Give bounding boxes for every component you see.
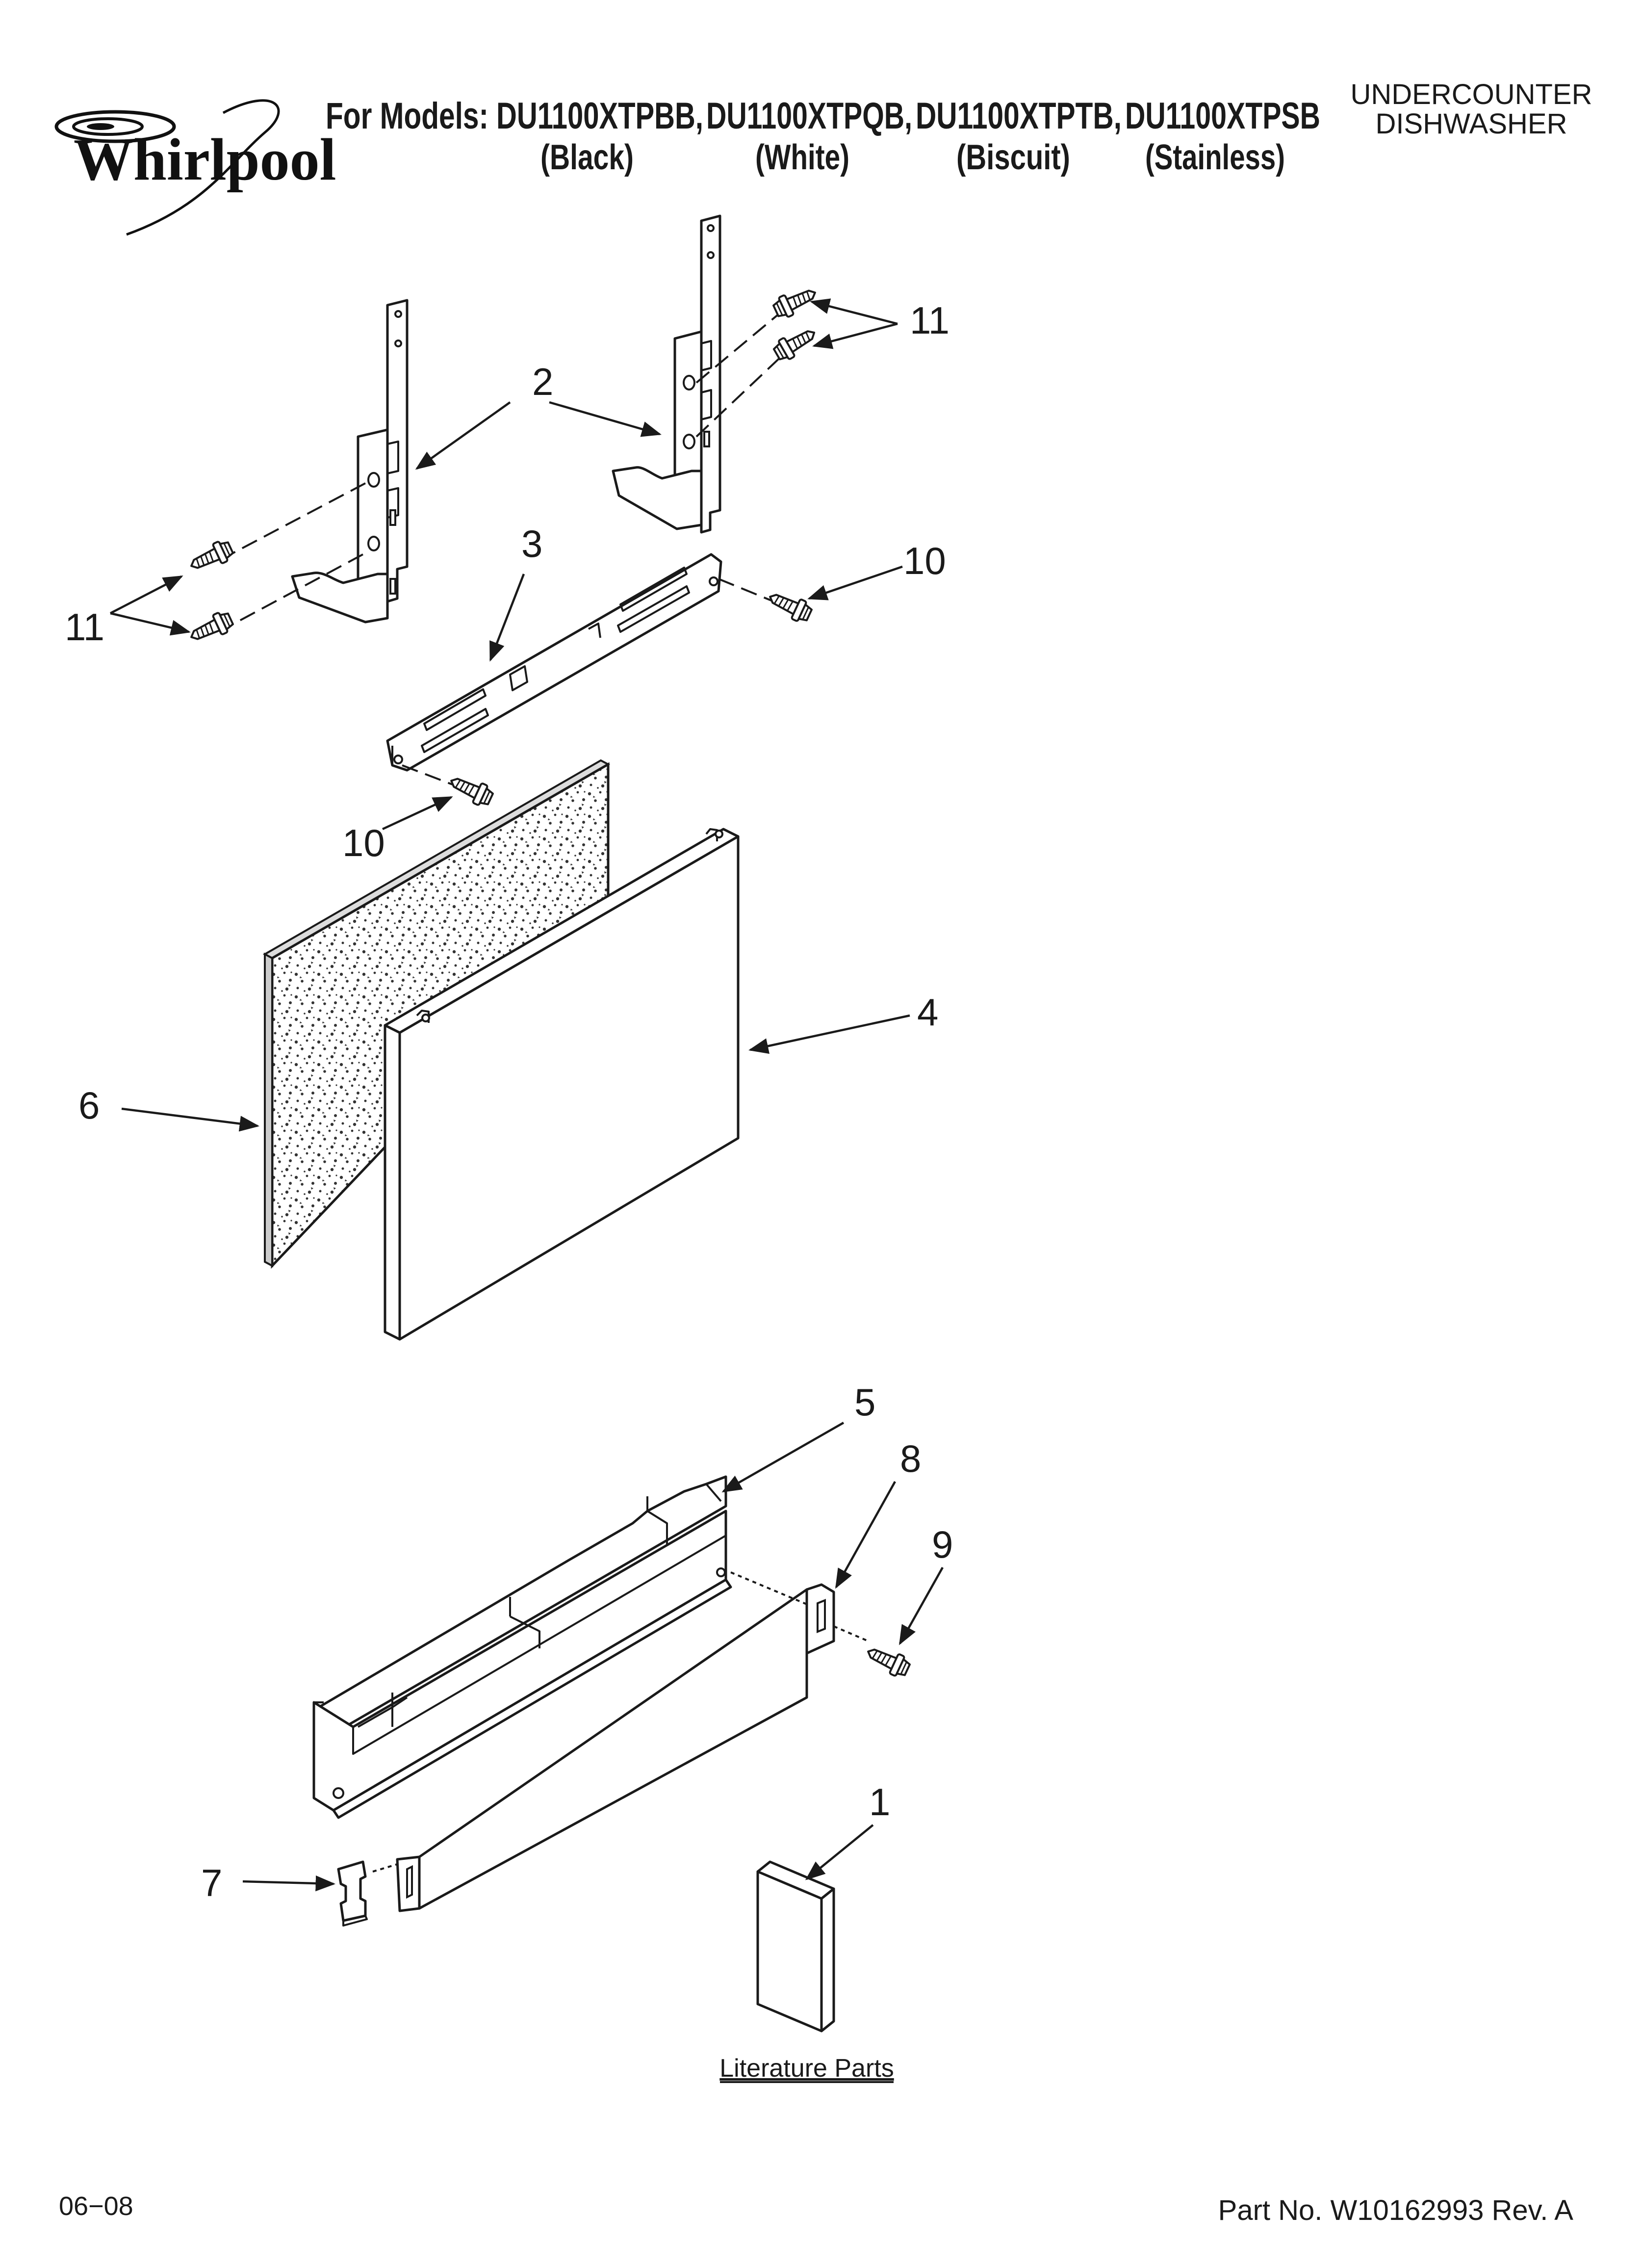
part-11-screw-right-lower — [770, 322, 821, 365]
hinge-right-upper-guide — [695, 308, 786, 384]
hinge-left-upper-guide — [230, 482, 366, 555]
part-10-screw-left — [445, 770, 496, 810]
leader-6 — [121, 1107, 260, 1132]
footer-part-number: Part No. W10162993 Rev. A — [1218, 2194, 1574, 2226]
whirlpool-logo: Whirlpool — [54, 99, 336, 236]
leader-10-right — [807, 565, 903, 600]
leader-9 — [899, 1566, 944, 1645]
part-3-door-trim-bracket — [386, 553, 722, 772]
leader-4 — [748, 1014, 910, 1054]
leader-11-top-b — [812, 322, 898, 349]
callout-3: 3 — [521, 522, 542, 565]
toe-kickplate-strip — [396, 1583, 835, 1912]
footer-date: 06−08 — [59, 2191, 133, 2221]
callout-2: 2 — [532, 360, 553, 403]
callout-4: 4 — [917, 991, 938, 1034]
model-color-1: (Black) — [540, 138, 634, 177]
part-11-screw-left-upper — [185, 537, 236, 577]
model-code-3: DU1100XTPTB, — [916, 95, 1122, 137]
callout-10-left: 10 — [342, 821, 385, 864]
model-color-4: (Stainless) — [1145, 138, 1285, 177]
leader-7 — [242, 1875, 336, 1892]
part-4-outer-door-panel — [384, 828, 740, 1341]
clip-to-strip-guide — [372, 1863, 398, 1873]
bracket-right-guide — [718, 578, 773, 602]
leader-11-top-a — [810, 298, 898, 325]
leader-2-right — [549, 401, 662, 437]
part-7-spring-clip — [337, 1860, 368, 1927]
callout-11-top: 11 — [910, 299, 949, 342]
callout-1: 1 — [869, 1780, 890, 1824]
product-line-1: UNDERCOUNTER — [1351, 78, 1592, 110]
leader-5 — [721, 1422, 845, 1493]
model-code-2: DU1100XTPQB, — [706, 95, 912, 137]
callout-7: 7 — [201, 1861, 222, 1904]
leader-10-left — [382, 796, 453, 831]
leader-1 — [805, 1824, 874, 1880]
callout-5: 5 — [854, 1381, 875, 1424]
callout-11-left: 11 — [65, 605, 104, 649]
leader-2-left — [415, 401, 511, 470]
model-code-1: DU1100XTPBB, — [496, 95, 703, 137]
model-code-4: DU1100XTPSB — [1125, 95, 1320, 137]
leader-11-left-a — [109, 575, 183, 614]
callout-9: 9 — [932, 1523, 953, 1566]
hinge-right-lower-guide — [695, 352, 786, 438]
part-5-toe-panel-bracket — [312, 1475, 732, 1819]
part-10-screw-right — [764, 586, 815, 626]
logo-swirl-icon — [54, 110, 176, 143]
model-color-2: (White) — [755, 138, 849, 177]
callout-6: 6 — [78, 1084, 100, 1127]
callout-8: 8 — [900, 1437, 921, 1480]
part-11-screw-left-lower — [185, 608, 236, 648]
product-line-2: DISHWASHER — [1376, 108, 1567, 140]
leader-3 — [489, 574, 525, 662]
for-models-label: For Models: — [326, 95, 488, 137]
bracket-to-strip-guide — [730, 1571, 807, 1605]
hinge-left-lower-guide — [230, 553, 363, 626]
model-color-3: (Biscuit) — [956, 138, 1070, 177]
callout-10-right: 10 — [903, 539, 946, 582]
leader-8 — [835, 1481, 896, 1589]
leader-11-left-b — [110, 612, 191, 636]
part-2-right-hinge-bracket — [612, 214, 721, 534]
part-9-screw — [862, 1641, 913, 1681]
model-header: For Models: DU1100XTPBB, DU1100XTPQB, DU… — [326, 78, 1592, 177]
bracket-left-guide — [402, 764, 454, 786]
part-1-literature-booklet — [756, 1860, 835, 2033]
strip-to-screw-guide — [833, 1625, 869, 1642]
brand-wordmark: Whirlpool — [74, 127, 336, 193]
part-2-left-hinge-bracket — [291, 299, 409, 624]
literature-parts-caption: Literature Parts — [719, 2054, 894, 2083]
